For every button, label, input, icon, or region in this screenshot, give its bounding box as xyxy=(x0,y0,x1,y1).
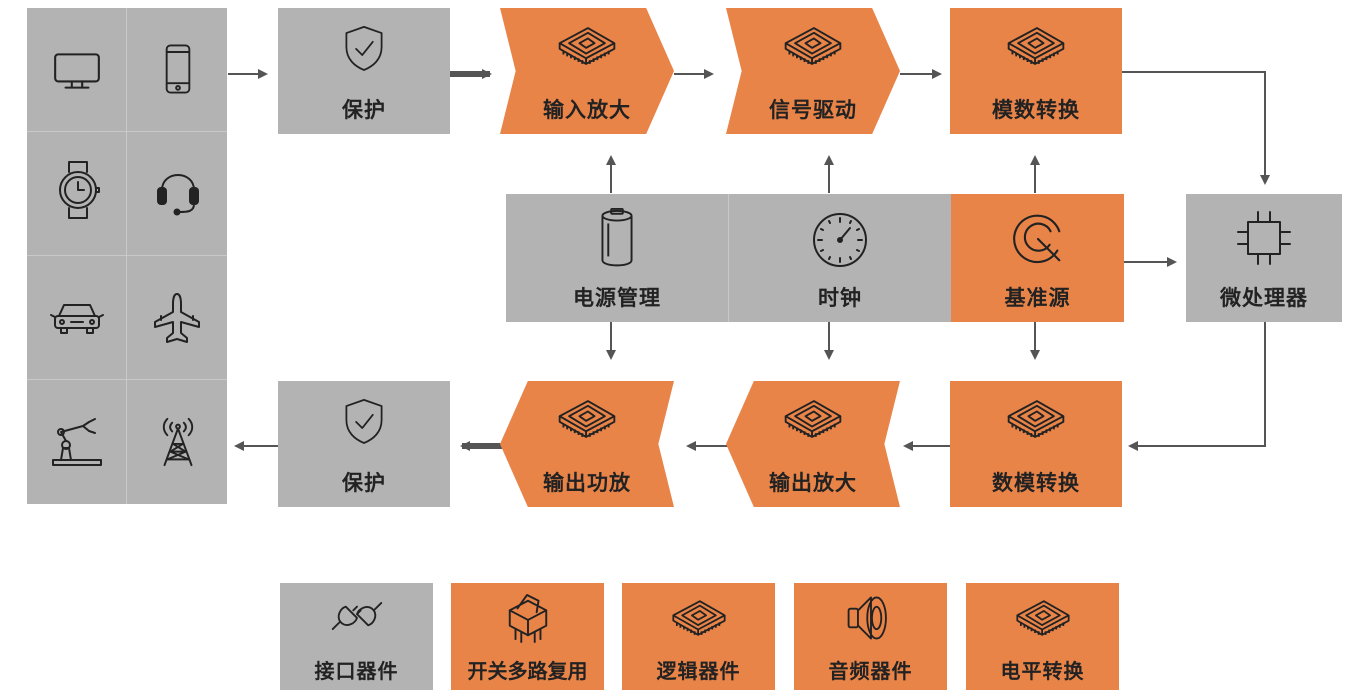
chip-icon xyxy=(780,22,846,70)
chip-icon xyxy=(554,22,620,70)
legend-audio: 音频器件 xyxy=(794,583,947,690)
block-label: 数模转换 xyxy=(992,471,1080,495)
processor-icon xyxy=(1234,208,1294,268)
dac-block: 数模转换 xyxy=(950,381,1122,507)
legend-label: 接口器件 xyxy=(314,659,399,683)
clock-icon xyxy=(810,210,870,270)
input-amp-block: 输入放大 xyxy=(500,8,674,134)
block-label: 保护 xyxy=(342,471,386,495)
battery-icon xyxy=(597,206,637,270)
block-label: 输出功放 xyxy=(543,471,631,495)
output-power-amp-block: 输出功放 xyxy=(500,381,674,507)
block-label: 保护 xyxy=(342,98,386,122)
plug-icon xyxy=(329,597,385,635)
block-label: 时钟 xyxy=(818,286,862,310)
device-panel xyxy=(27,8,227,504)
legend-logic: 逻辑器件 xyxy=(622,583,775,690)
protect-out-block: 保护 xyxy=(278,381,450,507)
power-ring-icon xyxy=(1009,210,1067,268)
block-label: 电源管理 xyxy=(573,286,661,310)
clock-block: 时钟 xyxy=(729,194,951,322)
headset-icon xyxy=(153,162,203,216)
arrow-mcu-to-dac xyxy=(1128,322,1266,451)
output-amp-block: 输出放大 xyxy=(726,381,900,507)
smartphone-icon xyxy=(161,42,195,96)
shield-check-icon xyxy=(342,397,386,445)
legend-interface: 接口器件 xyxy=(280,583,433,690)
legend-label: 开关多路复用 xyxy=(467,659,588,683)
legend-level-shift: 电平转换 xyxy=(966,583,1119,690)
reference-block: 基准源 xyxy=(951,194,1124,322)
car-icon xyxy=(49,298,105,338)
monitor-icon xyxy=(51,50,103,92)
chip-icon xyxy=(1012,595,1074,641)
chip-icon xyxy=(668,595,730,641)
chip-icon xyxy=(554,395,620,443)
legend-switch-mux: 开关多路复用 xyxy=(451,583,604,690)
legend-label: 逻辑器件 xyxy=(656,659,741,683)
block-label: 基准源 xyxy=(1004,286,1071,310)
airplane-icon xyxy=(149,290,205,346)
block-label: 微处理器 xyxy=(1220,286,1308,310)
block-label: 输出放大 xyxy=(769,471,857,495)
chip-icon xyxy=(1003,22,1069,70)
speaker-icon xyxy=(843,591,899,645)
antenna-tower-icon xyxy=(151,414,205,470)
watch-icon xyxy=(53,158,103,222)
shield-check-icon xyxy=(342,24,386,72)
block-label: 信号驱动 xyxy=(769,98,857,122)
block-label: 模数转换 xyxy=(992,98,1080,122)
chip-icon xyxy=(780,395,846,443)
power-mgmt-block: 电源管理 xyxy=(506,194,728,322)
signal-drive-block: 信号驱动 xyxy=(726,8,900,134)
arrow-adc-to-mcu xyxy=(1122,71,1270,185)
mcu-block: 微处理器 xyxy=(1186,194,1342,322)
chip-icon xyxy=(1003,395,1069,443)
adc-block: 模数转换 xyxy=(950,8,1122,134)
legend-label: 电平转换 xyxy=(1000,659,1085,683)
legend-label: 音频器件 xyxy=(828,659,913,683)
block-label: 输入放大 xyxy=(543,98,631,122)
switch-icon xyxy=(504,591,552,645)
robot-arm-icon xyxy=(49,416,105,468)
protect-in-block: 保护 xyxy=(278,8,450,134)
